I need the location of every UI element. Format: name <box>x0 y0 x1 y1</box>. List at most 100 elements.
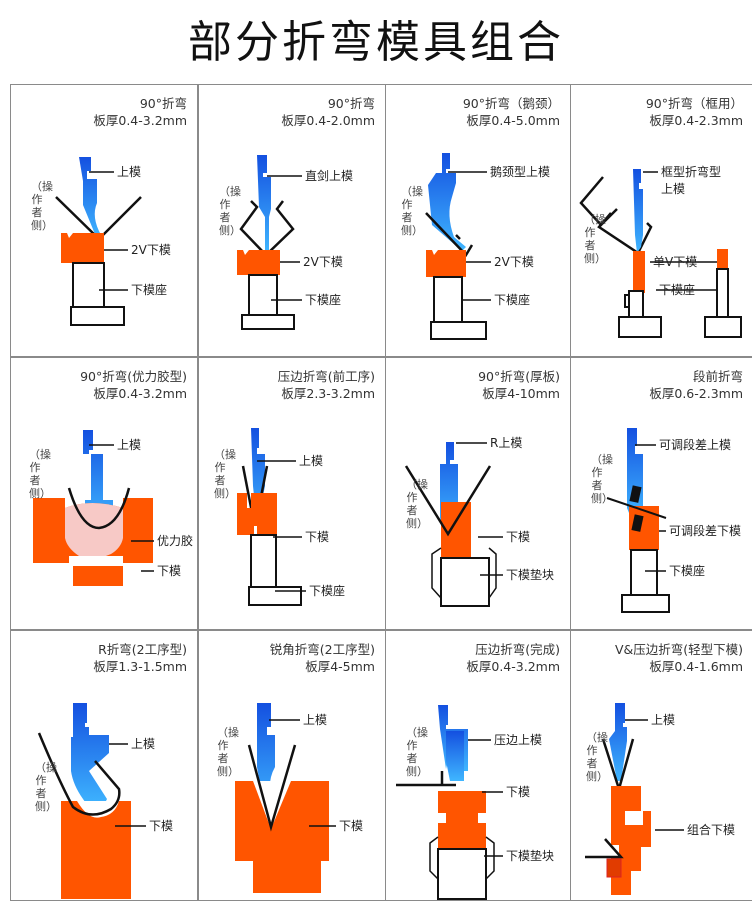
part-label: 鹅颈型上模 <box>490 165 551 179</box>
die-combo-cell: V&压边折弯(轻型下模) 板厚0.4-1.6mm （操作者侧） 上模组合下模 <box>570 630 752 901</box>
cell-title-block: 锐角折弯(2工序型) 板厚4-5mm <box>270 641 375 675</box>
cell-title-block: 段前折弯板厚0.6-2.3mm <box>649 368 743 402</box>
operator-side-label: （操作者侧） <box>406 478 428 530</box>
cell-title-block: V&压边折弯(轻型下模) 板厚0.4-1.6mm <box>615 641 743 675</box>
die-diagram <box>404 442 503 607</box>
die-diagram <box>585 703 684 895</box>
cell-title-block: 90°折弯板厚0.4-3.2mm <box>93 95 187 129</box>
sheet-thickness: 板厚4-10mm <box>482 386 560 401</box>
part-label: 下模座 <box>494 293 531 307</box>
part-label: 组合下模 <box>687 823 736 837</box>
die-combo-cell: 压边折弯(前工序) 板厚2.3-3.2mm （操作者侧） 上模下模下模座 <box>198 357 386 630</box>
part-label: 下模座 <box>669 564 706 578</box>
operator-side-label: （操作者侧） <box>219 185 241 237</box>
sheet-thickness: 板厚0.4-1.6mm <box>649 659 743 674</box>
sheet-thickness: 板厚0.4-3.2mm <box>93 386 187 401</box>
part-label: 上模 <box>299 454 324 468</box>
part-label: 2V下模 <box>494 255 534 269</box>
cell-title-block: 90°折弯（框用） 板厚0.4-2.3mm <box>646 95 743 129</box>
part-label: 2V下模 <box>131 243 171 257</box>
operator-side-label: （操作者侧） <box>35 761 57 813</box>
part-label: 压边上模 <box>494 733 543 747</box>
part-label: 下模垫块 <box>506 568 555 582</box>
operator-side-label: （操作者侧） <box>29 448 51 500</box>
die-diagram <box>237 428 306 606</box>
part-label: 直剑上模 <box>305 169 354 183</box>
die-combo-cell: 锐角折弯(2工序型) 板厚4-5mm （操作者侧） 上模下模 <box>198 630 386 901</box>
part-label: 下模 <box>157 564 182 578</box>
bend-type: 锐角折弯(2工序型) <box>269 642 375 657</box>
sheet-thickness: 板厚0.4-2.3mm <box>649 113 743 128</box>
sheet-thickness: 板厚1.3-1.5mm <box>93 659 187 674</box>
operator-side-label: （操作者侧） <box>591 453 613 505</box>
bend-type: 压边折弯(前工序) <box>277 369 375 384</box>
bend-type: 90°折弯 <box>139 96 187 111</box>
die-combo-cell: 90°折弯（鹅颈） 板厚0.4-5.0mm （操作者侧） 鹅颈型上模 2V下模下模座 <box>385 84 571 357</box>
bend-type: 段前折弯 <box>692 369 743 384</box>
sheet-thickness: 板厚4-5mm <box>305 659 375 674</box>
die-diagram <box>237 155 302 330</box>
cell-title-block: 压边折弯(前工序) 板厚2.3-3.2mm <box>278 368 375 402</box>
die-diagram <box>606 428 670 613</box>
cell-title-block: 90°折弯（鹅颈） 板厚0.4-5.0mm <box>463 95 560 129</box>
part-label: 下模 <box>305 530 330 544</box>
part-label: 优力胶 <box>157 534 194 548</box>
part-label: 下模座 <box>131 283 168 297</box>
part-label: 可调段差上模 <box>659 438 732 452</box>
part-label: 单V下模 <box>653 255 698 269</box>
sheet-thickness: 板厚0.4-3.2mm <box>466 659 560 674</box>
part-label: 下模 <box>506 530 531 544</box>
page-title: 部分折弯模具组合 <box>188 17 564 68</box>
operator-side-label: （操作者侧） <box>214 448 236 500</box>
operator-side-label: （操作者侧） <box>586 731 608 783</box>
bend-type: 90°折弯（鹅颈） <box>462 96 560 111</box>
die-diagram <box>33 430 154 586</box>
cell-title-block: 压边折弯(完成) 板厚0.4-3.2mm <box>466 641 560 675</box>
part-label: 上模 <box>303 713 328 727</box>
cell-title-block: 90°折弯(厚板) 板厚4-10mm <box>478 368 560 402</box>
die-combo-cell: 段前折弯板厚0.6-2.3mm （操作者侧） 可调段差上模可调段差下模下模座 <box>570 357 752 630</box>
part-label: 上模 <box>661 182 686 196</box>
bend-type: 90°折弯（框用） <box>645 96 743 111</box>
part-label: 上模 <box>117 438 142 452</box>
part-label: 下模 <box>506 785 531 799</box>
operator-side-label: （操作者侧） <box>406 726 428 778</box>
die-combo-cell: 90°折弯(优力胶型) 板厚0.4-3.2mm （操作者侧） 上模优力胶下模 <box>10 357 198 630</box>
part-label: R上模 <box>490 436 523 450</box>
part-label: 上模 <box>117 165 142 179</box>
die-diagram <box>37 703 146 899</box>
part-label: 上模 <box>651 713 676 727</box>
sheet-thickness: 板厚0.4-5.0mm <box>466 113 560 128</box>
sheet-thickness: 板厚2.3-3.2mm <box>281 386 375 401</box>
cell-title-block: 90°折弯(优力胶型) 板厚0.4-3.2mm <box>80 368 187 402</box>
part-label: 下模座 <box>659 283 696 297</box>
bend-type: 90°折弯(厚板) <box>478 369 560 384</box>
die-diagram <box>235 703 336 893</box>
cell-title-block: 90°折弯板厚0.4-2.0mm <box>281 95 375 129</box>
part-label: 可调段差下模 <box>669 524 742 538</box>
bend-type: 90°折弯 <box>327 96 375 111</box>
bend-type: 90°折弯(优力胶型) <box>80 369 187 384</box>
sheet-thickness: 板厚0.6-2.3mm <box>649 386 743 401</box>
part-label: 2V下模 <box>303 255 343 269</box>
part-label: 框型折弯型 <box>661 165 722 179</box>
bend-type: R折弯(2工序型) <box>98 642 187 657</box>
operator-side-label: （操作者侧） <box>401 185 423 237</box>
sheet-thickness: 板厚0.4-3.2mm <box>93 113 187 128</box>
bend-type: 压边折弯(完成) <box>475 642 560 657</box>
part-label: 下模 <box>149 819 174 833</box>
operator-side-label: （操作者侧） <box>217 726 239 778</box>
die-diagram <box>579 169 742 338</box>
operator-side-label: （操作者侧） <box>584 213 606 265</box>
part-label: 下模座 <box>309 584 346 598</box>
die-diagram <box>425 153 491 340</box>
die-diagram <box>396 705 503 900</box>
die-diagram <box>55 157 142 326</box>
die-combo-cell: 压边折弯(完成)板厚0.4-3.2mm（操作者侧）压边上模下模下模垫块 <box>385 630 571 901</box>
die-combo-cell: 90°折弯(厚板) 板厚4-10mm （操作者侧） R上模下模下模垫块 <box>385 357 571 630</box>
cell-title-block: R折弯(2工序型) 板厚1.3-1.5mm <box>93 641 187 675</box>
part-label: 下模 <box>339 819 364 833</box>
die-combo-cell: 90°折弯（框用） 板厚0.4-2.3mm （操作者侧） 框型折弯型上模单V下模下模座 <box>570 84 752 357</box>
bend-type: V&压边折弯(轻型下模) <box>614 642 743 657</box>
